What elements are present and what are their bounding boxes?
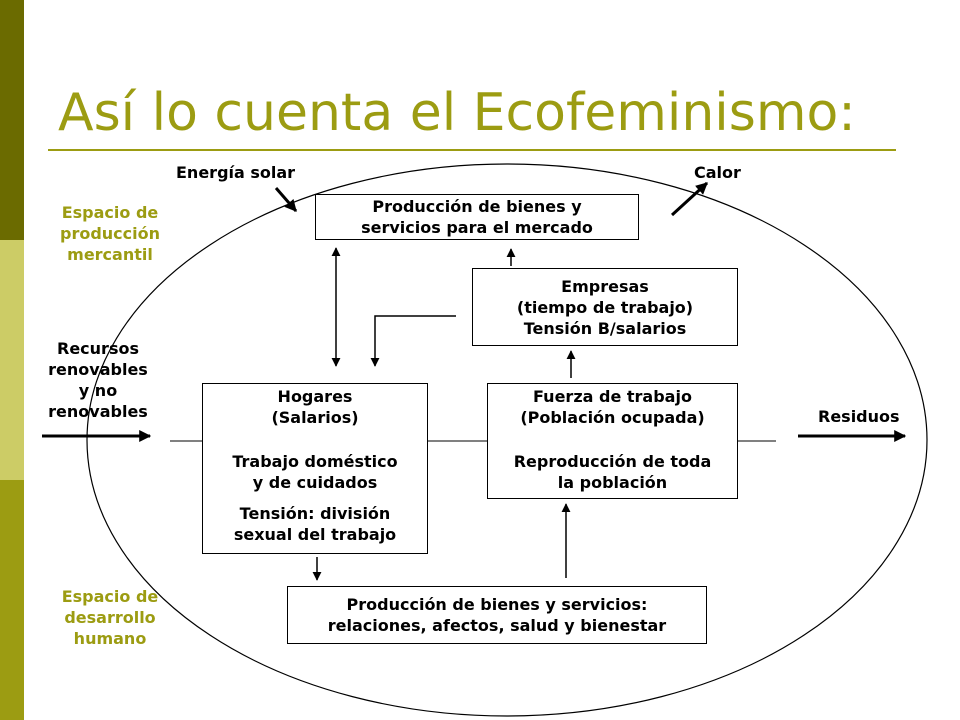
- waste-label: Residuos: [818, 407, 900, 426]
- box-text-line: (Población ocupada): [520, 408, 705, 427]
- resources-label-line: y no: [78, 381, 118, 400]
- box-text-line: (tiempo de trabajo): [516, 297, 694, 317]
- resources-label: Recursos renovables y no renovables: [34, 338, 162, 422]
- labor-force-box: Fuerza de trabajo (Población ocupada) Re…: [487, 383, 738, 499]
- slide-title: Así lo cuenta el Ecofeminismo:: [58, 83, 856, 143]
- market-space-label-line: Espacio de: [61, 203, 159, 222]
- human-space-label: Espacio de desarrollo humano: [40, 586, 180, 649]
- box-text-line: Producción de bienes y: [372, 197, 582, 216]
- sidebar-light-segment: [0, 240, 24, 480]
- box-text-line: (Salarios): [271, 408, 359, 427]
- box-text-line: Reproducción de toda: [513, 452, 712, 471]
- sidebar-mid-segment: [0, 480, 24, 720]
- heat-label: Calor: [694, 163, 741, 182]
- box-text-line: Empresas: [561, 276, 649, 296]
- resources-label-line: renovables: [48, 402, 148, 421]
- box-text-line: Tensión B/salarios: [523, 318, 687, 338]
- companies-box: Empresas (tiempo de trabajo) Tensión B/s…: [472, 268, 738, 346]
- human-space-label-line: Espacio de: [61, 587, 159, 606]
- box-text-line: Tensión: división: [239, 504, 391, 523]
- market-space-label-line: mercantil: [67, 245, 153, 264]
- system-ellipse: [86, 163, 928, 717]
- box-text-line: Trabajo doméstico: [232, 452, 398, 471]
- companies-households-arrow: [370, 315, 456, 367]
- box-text-line: y de cuidados: [252, 473, 378, 492]
- market-space-label: Espacio de producción mercantil: [38, 202, 182, 265]
- box-text-line: Fuerza de trabajo: [533, 387, 692, 406]
- market-space-label-line: producción: [59, 224, 160, 243]
- heat-arrow: [670, 181, 709, 217]
- human-production-box: Producción de bienes y servicios: relaci…: [287, 586, 707, 644]
- box-text-line: Hogares: [277, 387, 353, 406]
- solar-energy-label: Energía solar: [176, 163, 296, 182]
- sidebar-dark-segment: [0, 0, 24, 240]
- resources-label-line: Recursos: [57, 339, 139, 358]
- box-text-line: servicios para el mercado: [361, 218, 593, 237]
- box-text-line: la población: [557, 473, 668, 492]
- market-production-box: Producción de bienes y servicios para el…: [315, 194, 639, 240]
- human-space-label-line: humano: [73, 629, 147, 648]
- box-text-line: sexual del trabajo: [233, 525, 397, 544]
- title-underline: [48, 149, 896, 151]
- box-text-line: Producción de bienes y servicios:: [346, 595, 648, 614]
- solar-arrow: [274, 187, 298, 212]
- box-text-line: relaciones, afectos, salud y bienestar: [327, 616, 667, 635]
- human-space-label-line: desarrollo: [64, 608, 156, 627]
- resources-label-line: renovables: [48, 360, 148, 379]
- households-box: Hogares (Salarios) Trabajo doméstico y d…: [202, 383, 428, 554]
